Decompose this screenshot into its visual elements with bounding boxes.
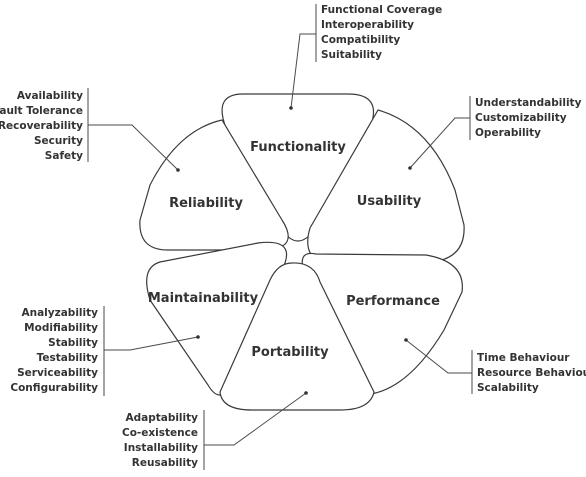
subcharacteristic: Scalability xyxy=(477,382,539,394)
portability-petal xyxy=(219,262,375,411)
usability-subcharacteristics: Understandability Customizability Operab… xyxy=(408,96,582,170)
subcharacteristic: Testability xyxy=(37,352,99,364)
reliability-petal xyxy=(139,119,289,251)
portability-subcharacteristics: Adaptability Co-existence Installability… xyxy=(122,391,308,470)
subcharacteristic: Functional Coverage xyxy=(321,4,442,16)
subcharacteristic: Stability xyxy=(48,337,98,349)
subcharacteristic: Safety xyxy=(45,150,83,162)
subcharacteristic: Compatibility xyxy=(321,34,400,46)
subcharacteristic: Time Behaviour xyxy=(477,352,570,364)
reliability-subcharacteristics: Availability Fault Tolerance Recoverabil… xyxy=(0,88,180,172)
subcharacteristic: Modifiability xyxy=(24,322,98,334)
subcharacteristic: Reusability xyxy=(132,457,198,469)
performance-label: Performance xyxy=(346,294,440,309)
subcharacteristic: Understandability xyxy=(475,97,582,109)
subcharacteristic: Operability xyxy=(475,127,541,139)
functionality-petal xyxy=(221,93,375,242)
subcharacteristic: Configurability xyxy=(10,382,98,394)
maintainability-subcharacteristics: Analyzability Modifiability Stability Te… xyxy=(10,306,200,396)
maintainability-label: Maintainability xyxy=(148,291,259,306)
subcharacteristic: Installability xyxy=(124,442,198,454)
subcharacteristic: Fault Tolerance xyxy=(0,105,83,117)
subcharacteristic: Customizability xyxy=(475,112,567,124)
subcharacteristic: Security xyxy=(34,135,83,147)
subcharacteristic: Co-existence xyxy=(122,427,198,439)
subcharacteristic: Recoverability xyxy=(0,120,83,132)
subcharacteristic: Analyzability xyxy=(21,307,98,319)
functionality-subcharacteristics: Functional Coverage Interoperability Com… xyxy=(289,4,442,110)
reliability-label: Reliability xyxy=(169,196,243,211)
subcharacteristic: Interoperability xyxy=(321,19,414,31)
subcharacteristic: Availability xyxy=(17,90,83,102)
subcharacteristic: Suitability xyxy=(321,49,382,61)
subcharacteristic: Resource Behaviour xyxy=(477,367,586,379)
subcharacteristic: Serviceability xyxy=(17,367,98,379)
portability-label: Portability xyxy=(251,345,329,360)
functionality-label: Functionality xyxy=(250,140,346,155)
subcharacteristic: Adaptability xyxy=(125,412,198,424)
usability-label: Usability xyxy=(357,194,422,209)
performance-subcharacteristics: Time Behaviour Resource Behaviour Scalab… xyxy=(404,338,586,394)
